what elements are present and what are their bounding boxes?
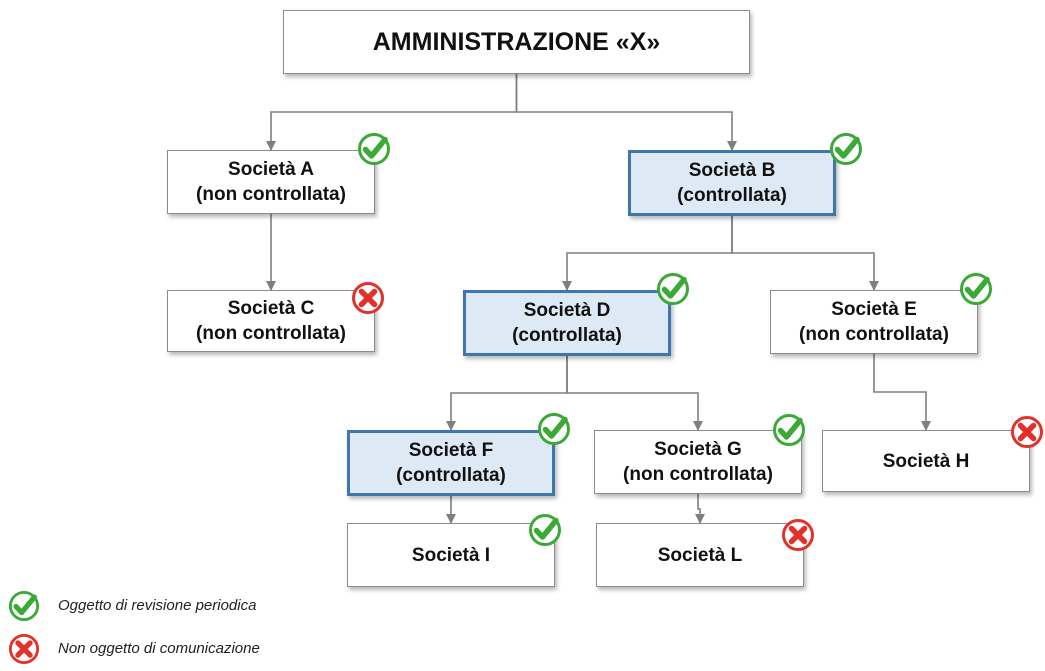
connector-b-to-d <box>562 216 733 291</box>
node-name: Società C <box>227 298 315 319</box>
node-societa-g: Società G (non controllata) <box>594 430 802 494</box>
node-status: (non controllata) <box>196 184 346 205</box>
node-societa-d: Società D (controllata) <box>463 290 671 356</box>
cross-icon <box>1010 415 1044 449</box>
node-name: Società H <box>882 450 970 472</box>
node-name: Società E <box>831 299 917 320</box>
connector-d-to-g <box>566 356 703 431</box>
node-societa-c: Società C (non controllata) <box>167 290 375 352</box>
node-name: Società B <box>688 160 776 181</box>
connector-root-to-a <box>266 74 518 151</box>
check-icon <box>656 272 690 306</box>
check-icon <box>772 413 806 447</box>
node-name: Società D <box>523 300 611 321</box>
node-societa-h: Società H <box>822 430 1030 492</box>
node-status: (controllata) <box>396 465 506 486</box>
legend-item-check: Oggetto di revisione periodica <box>8 590 328 624</box>
node-root: AMMINISTRAZIONE «X» <box>283 10 750 74</box>
node-societa-i: Società I <box>347 523 555 587</box>
check-icon <box>537 412 571 446</box>
node-societa-f: Società F (controllata) <box>347 430 555 496</box>
node-status: (non controllata) <box>196 323 346 344</box>
cross-icon <box>8 633 40 665</box>
node-name: Società I <box>411 544 491 566</box>
check-icon <box>357 132 391 166</box>
legend-cross-label: Non oggetto di comunicazione <box>58 640 260 657</box>
node-name: Società L <box>657 544 743 566</box>
connector-e-to-h <box>873 354 931 431</box>
check-icon <box>528 513 562 547</box>
connector-g-to-l <box>695 494 705 524</box>
connector-b-to-e <box>731 216 879 291</box>
check-icon <box>8 590 40 622</box>
node-status: (non controllata) <box>799 324 949 345</box>
node-status: (controllata) <box>512 325 622 346</box>
cross-icon <box>781 518 815 552</box>
node-name: Società G <box>654 439 742 460</box>
node-societa-l: Società L <box>596 523 804 587</box>
node-status: (non controllata) <box>623 464 773 485</box>
legend-check-label: Oggetto di revisione periodica <box>58 597 257 614</box>
node-name: Società A <box>228 159 314 180</box>
node-status: (controllata) <box>677 185 787 206</box>
node-name: Società F <box>408 440 494 461</box>
check-icon <box>829 132 863 166</box>
legend-item-cross: Non oggetto di comunicazione <box>8 633 328 667</box>
node-societa-a: Società A (non controllata) <box>167 150 375 214</box>
check-icon <box>959 272 993 306</box>
node-societa-b: Società B (controllata) <box>628 150 836 216</box>
node-societa-e: Società E (non controllata) <box>770 290 978 354</box>
root-label: AMMINISTRAZIONE «X» <box>372 27 661 56</box>
connector-root-to-b <box>515 74 737 151</box>
cross-icon <box>351 281 385 315</box>
